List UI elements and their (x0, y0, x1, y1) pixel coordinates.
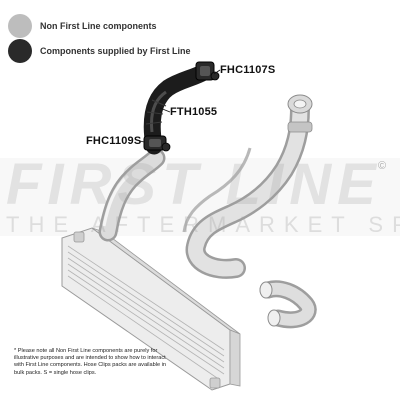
first-line-hose-fth1055 (143, 63, 213, 155)
intercooler-radiator (61, 227, 241, 391)
legend-item-first-line: Components supplied by First Line (8, 39, 191, 63)
watermark-title: FIRST LINE (6, 155, 382, 215)
legend-label: Non First Line components (40, 21, 157, 31)
non-first-line-hose-lower (259, 280, 317, 329)
non-first-line-pipe-right (182, 94, 313, 279)
footnote: * Please note all Non First Line compone… (14, 348, 167, 376)
black-swatch-icon (8, 39, 32, 63)
part-label-fth1055: FTH1055 (170, 106, 218, 118)
legend-label: Components supplied by First Line (40, 46, 191, 56)
first-line-clip-fhc1107s (195, 61, 220, 81)
grey-swatch-icon (8, 14, 32, 38)
copyright-mark: © (378, 160, 387, 172)
part-label-fhc1107s: FHC1107S (220, 64, 276, 76)
leader-lines (135, 69, 221, 143)
watermark-subtitle: THE AFTERMARKET SPECIALIST (6, 212, 400, 237)
first-line-clip-fhc1109s (143, 135, 171, 152)
non-first-line-hose-left (98, 148, 166, 242)
part-label-fhc1109s: FHC1109S (86, 135, 142, 147)
legend-item-non-first-line: Non First Line components (8, 14, 157, 38)
